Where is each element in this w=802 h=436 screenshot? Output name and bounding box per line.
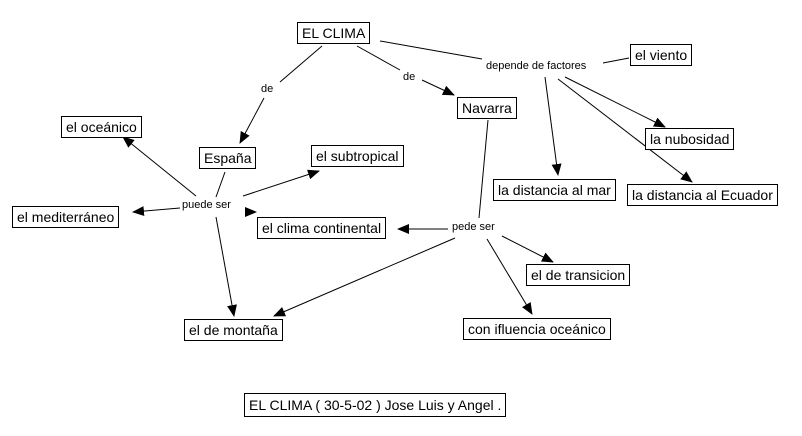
connector-puede-oceanico: [122, 136, 197, 197]
connector-pede-transicion: [501, 235, 554, 263]
connector-de-espana: [239, 97, 265, 144]
connector-depende-dist-mar: [544, 76, 562, 176]
node-el-mediterraneo[interactable]: el mediterráneo: [12, 206, 120, 228]
link-label-de-espana: de: [259, 83, 276, 96]
connector-clima-de2: [356, 45, 401, 71]
node-la-distancia-al-ecuador[interactable]: la distancia al Ecuador: [627, 184, 778, 206]
node-el-clima-continental[interactable]: el clima continental: [257, 217, 387, 239]
connector-puede-mediterraneo: [132, 206, 181, 217]
node-el-viento[interactable]: el viento: [630, 44, 693, 66]
connector-depende-viento: [602, 57, 630, 64]
node-la-nubosidad[interactable]: la nubosidad: [645, 128, 735, 150]
node-navarra[interactable]: Navarra: [457, 97, 517, 119]
connector-de-navarra: [421, 79, 455, 96]
connector-navarra-pede: [478, 119, 489, 219]
node-el-oceanico[interactable]: el oceánico: [61, 116, 142, 138]
node-el-clima[interactable]: EL CLIMA: [297, 22, 371, 44]
connector-espana-puede: [215, 171, 226, 198]
connector-pede-influencia: [486, 238, 533, 315]
connector-depende-nubosidad: [564, 76, 666, 128]
node-espana[interactable]: España: [199, 147, 257, 169]
connector-depende-dist-ecuador: [557, 78, 693, 183]
node-con-ifluencia-oceanico[interactable]: con ifluencia oceánico: [463, 318, 611, 340]
link-label-de-navarra: de: [401, 71, 418, 84]
connector-clima-de: [279, 45, 323, 83]
footer-caption: EL CLIMA ( 30-5-02 ) Jose Luis y Angel .: [244, 393, 507, 417]
connector-puede-montana: [215, 216, 237, 317]
link-label-puede-ser: puede ser: [180, 199, 233, 212]
connector-puede-subtropical: [242, 169, 320, 197]
link-label-pede-ser: pede ser: [450, 221, 497, 234]
connector-clima-depende: [379, 40, 483, 60]
node-el-de-montana[interactable]: el de montaña: [184, 319, 283, 341]
link-label-depende-de-factores: depende de factores: [484, 60, 589, 73]
node-la-distancia-al-mar[interactable]: la distancia al mar: [493, 179, 616, 201]
node-el-de-transicion[interactable]: el de transicion: [526, 264, 631, 286]
connector-pede-montana: [273, 237, 456, 317]
node-el-subtropical[interactable]: el subtropical: [311, 145, 404, 167]
